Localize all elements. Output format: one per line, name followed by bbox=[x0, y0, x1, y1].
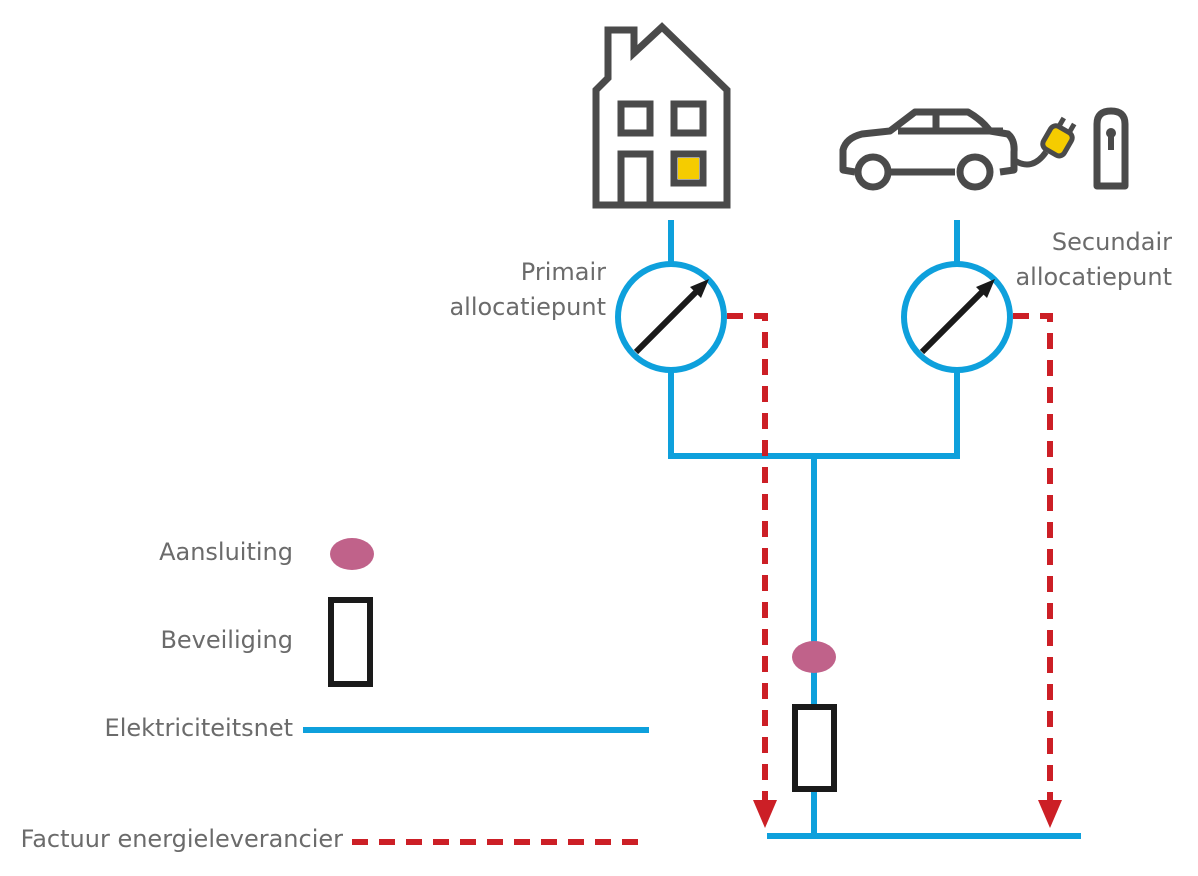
meter-icon bbox=[901, 261, 1013, 373]
legend-grid-label: Elektriciteitsnet bbox=[105, 714, 293, 742]
primary-label-line2: allocatiepunt bbox=[449, 293, 606, 321]
house-icon bbox=[592, 22, 731, 209]
arrow-head bbox=[1038, 800, 1062, 828]
meter-icon bbox=[615, 261, 727, 373]
plug-icon bbox=[1012, 116, 1077, 168]
secondary-label-line1: Secundair bbox=[1052, 228, 1172, 256]
protection-symbol bbox=[792, 704, 837, 792]
legend-connection-label: Aansluiting bbox=[159, 538, 293, 566]
primary-label-line1: Primair bbox=[521, 258, 606, 286]
legend-protection-label: Beveiliging bbox=[160, 626, 293, 654]
arrow-head bbox=[753, 800, 777, 828]
grid-lines bbox=[668, 220, 1081, 839]
invoice-lines bbox=[727, 313, 1053, 800]
secondary-label-line2: allocatiepunt bbox=[1015, 263, 1172, 291]
legend-connection-symbol bbox=[330, 538, 374, 570]
legend-protection-symbol bbox=[328, 597, 373, 687]
connection-dot bbox=[792, 641, 836, 673]
charging-station-icon bbox=[1093, 107, 1129, 190]
legend-invoice-label: Factuur energieleverancier bbox=[21, 825, 344, 853]
electric-car-icon bbox=[839, 108, 1018, 191]
legend: Aansluiting Beveiliging Elektriciteitsne… bbox=[21, 538, 649, 853]
